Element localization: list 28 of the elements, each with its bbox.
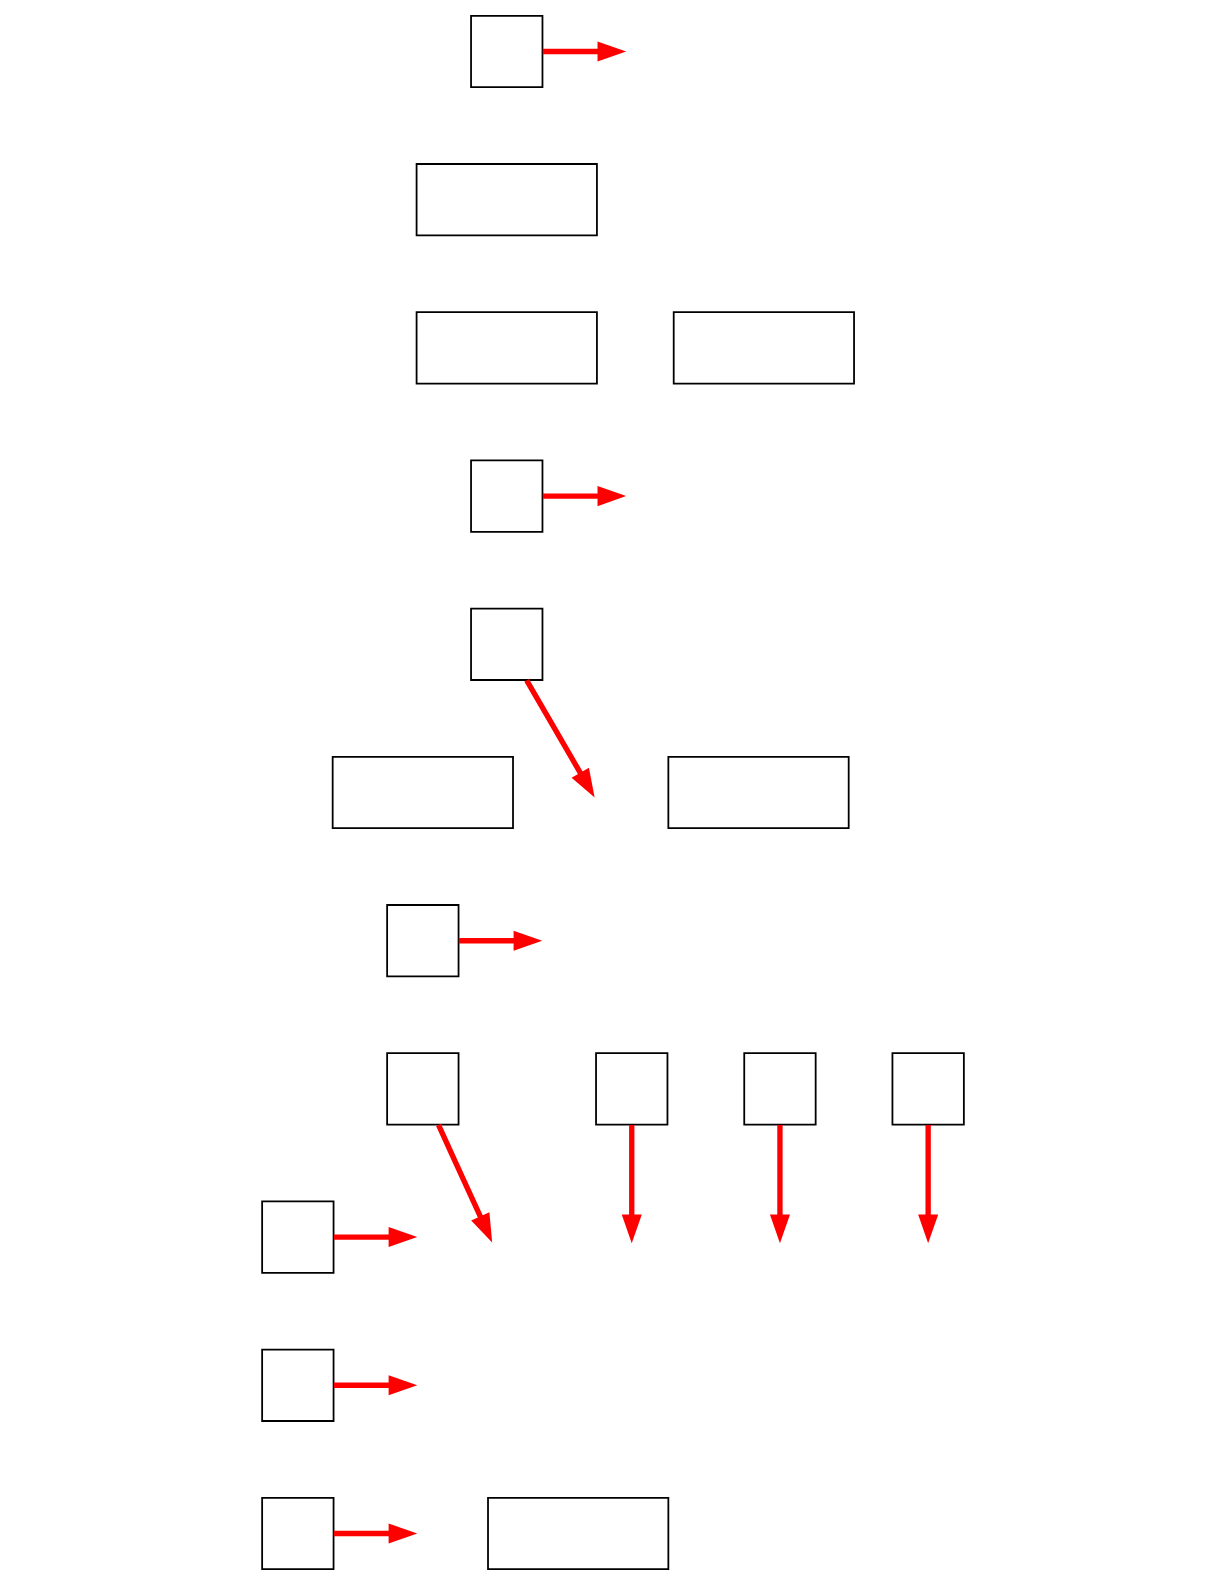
node-box xyxy=(666,755,850,830)
node-box xyxy=(331,755,514,830)
node-box xyxy=(469,459,543,533)
arrow xyxy=(523,679,595,798)
arrow xyxy=(333,1375,417,1396)
arrow xyxy=(435,1123,492,1243)
node-box xyxy=(385,1052,459,1126)
node-box xyxy=(260,1496,334,1571)
arrow xyxy=(917,1124,938,1244)
arrow xyxy=(333,1523,417,1544)
node-box xyxy=(742,1052,817,1126)
node-box xyxy=(385,904,459,978)
arrow xyxy=(542,486,626,507)
arrow xyxy=(333,1227,417,1248)
node-box xyxy=(469,14,543,89)
node-box xyxy=(486,1496,669,1571)
arrow xyxy=(458,930,542,951)
node-box xyxy=(594,1052,668,1126)
node-box xyxy=(891,1052,965,1126)
node-box xyxy=(415,163,598,237)
node-box xyxy=(672,311,855,385)
node-box xyxy=(260,1348,334,1422)
node-box xyxy=(415,311,598,385)
node-box xyxy=(260,1200,334,1274)
arrow xyxy=(769,1124,790,1244)
node-box xyxy=(469,607,543,681)
arrow xyxy=(542,41,626,62)
arrow xyxy=(621,1124,642,1244)
